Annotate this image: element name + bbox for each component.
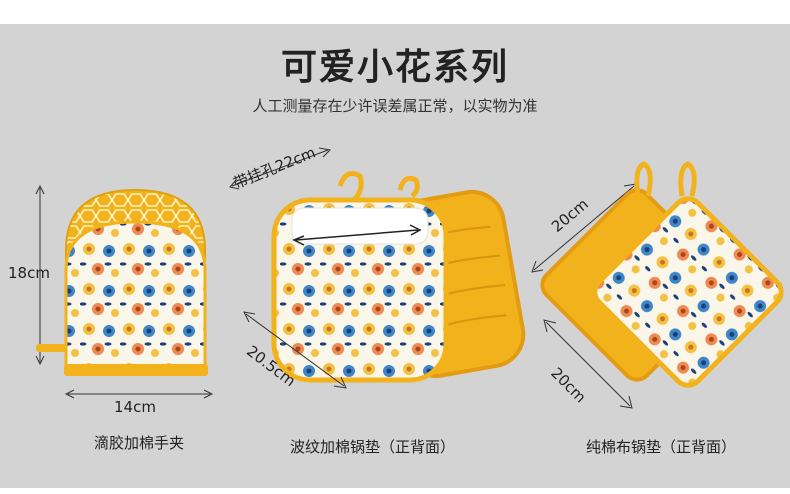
arrow-left-icon	[64, 389, 75, 399]
page-subtitle: 人工测量存在少许误差属正常，以实物为准	[252, 97, 538, 115]
arrow-left-icon	[292, 235, 305, 246]
hanging-loop	[678, 161, 697, 197]
hanging-loop	[36, 344, 70, 352]
arrow-up-icon	[543, 319, 557, 333]
diagonal-dimension-line	[245, 313, 345, 387]
square-pot-holder-image	[531, 161, 784, 409]
oven-mitt-image	[35, 184, 214, 399]
arrow-left-icon	[229, 179, 240, 190]
arrow-down-icon	[35, 355, 45, 366]
arrow-down-icon	[619, 395, 633, 409]
arrow-left-icon	[531, 260, 544, 273]
arrow-up-icon	[35, 184, 45, 195]
hanging-loop	[397, 175, 420, 198]
square-holder-caption: 纯棉布锅垫（正背面）	[586, 438, 737, 456]
hanging-loop	[634, 161, 653, 197]
round-holder-caption: 波纹加棉锅垫（正背面）	[290, 438, 456, 456]
mitt-front-floral	[64, 220, 207, 374]
top-dimension-line	[533, 185, 635, 271]
arrow-right-icon	[409, 224, 422, 236]
arrow-right-icon	[203, 389, 214, 399]
hang-dimension-line	[231, 149, 329, 187]
mitt-width-label: 14cm	[114, 398, 156, 416]
mitt-caption: 滴胶加棉手夹	[94, 434, 185, 452]
bottom-dimension-line	[545, 321, 631, 407]
mitt-height-label: 18cm	[8, 264, 50, 282]
arrow-up-icon	[243, 311, 256, 323]
round-pot-holder-image	[229, 147, 526, 389]
pot-holder-front	[592, 196, 784, 388]
hanging-loop	[337, 171, 364, 202]
arrow-right-icon	[318, 147, 332, 158]
pot-holder-front	[271, 197, 449, 383]
front-pocket	[291, 207, 429, 245]
page-title: 可爱小花系列	[280, 47, 509, 88]
mitt-cuff	[64, 364, 208, 376]
pocket-width-line	[295, 229, 419, 241]
arrow-down-icon	[333, 376, 347, 389]
